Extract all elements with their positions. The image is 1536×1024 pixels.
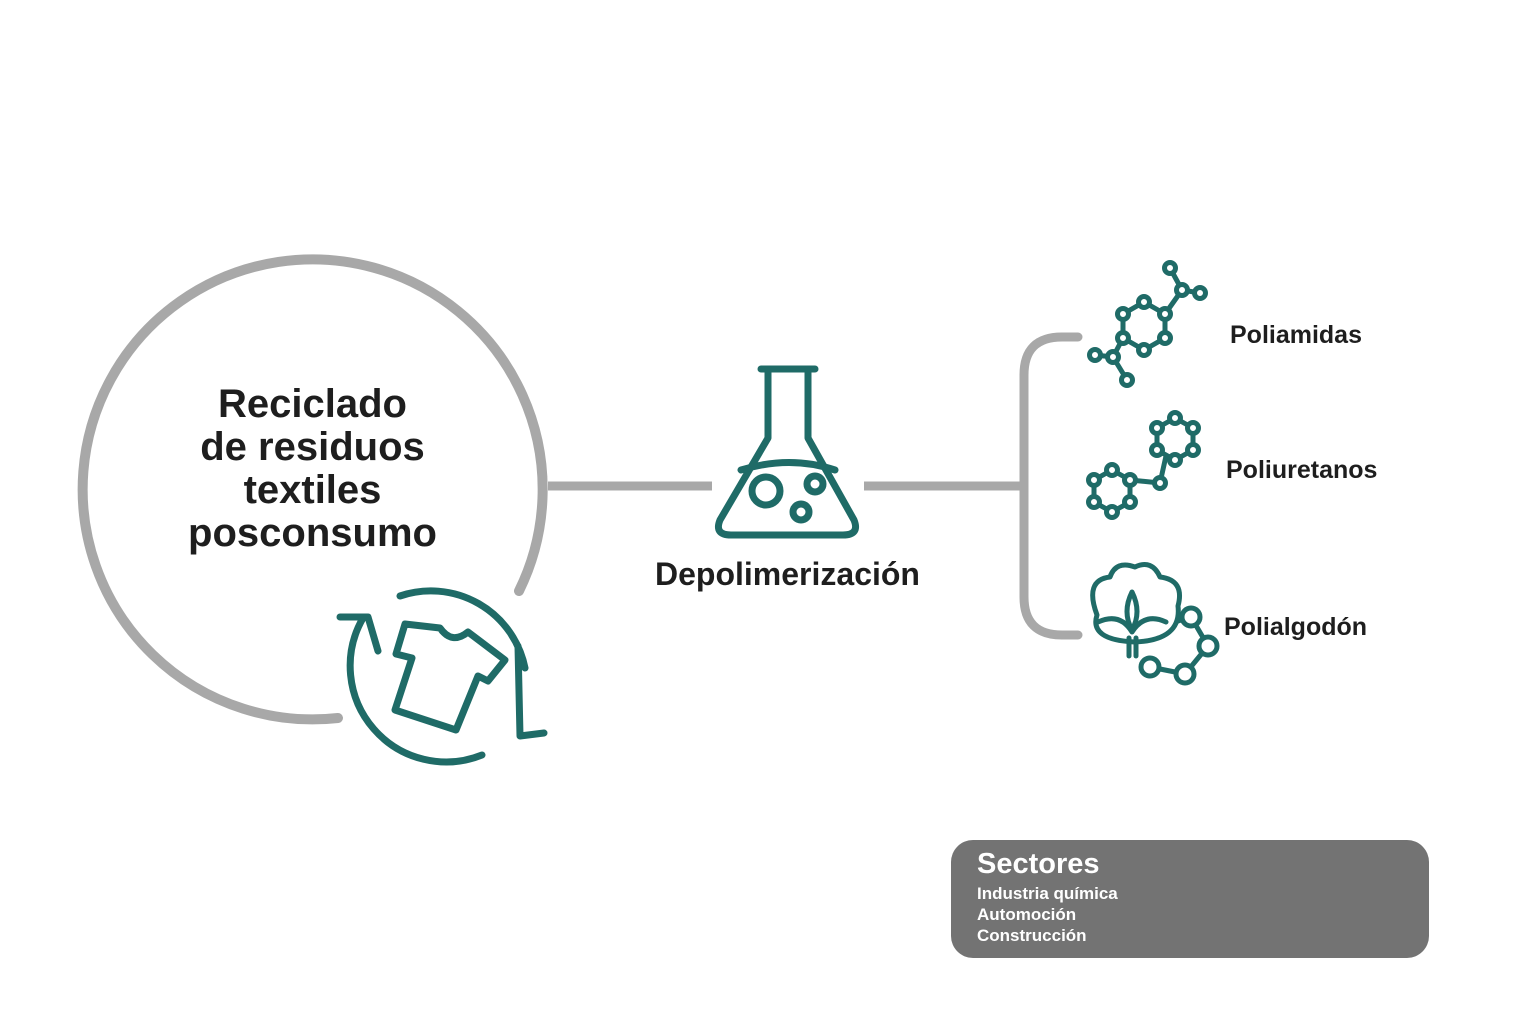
source-title: Reciclado de residuos textiles posconsum… [160, 383, 465, 555]
recycle-shirt-icon [336, 587, 548, 766]
source-title-line: Reciclado [218, 382, 407, 426]
cotton-molecule-icon [1090, 562, 1220, 686]
sectors-title: Sectores [977, 848, 1100, 880]
source-title-line: de residuos [200, 425, 425, 469]
molecule-chain-icon [1086, 410, 1201, 520]
product-label-poliamidas: Poliamidas [1230, 321, 1362, 349]
source-title-line: posconsumo [188, 511, 437, 555]
source-title-line: textiles [243, 468, 382, 512]
source-circle [77, 254, 548, 725]
process-label: Depolimerización [655, 556, 920, 592]
product-label-polialgodon: Polialgodón [1224, 613, 1368, 641]
molecule-icon [1087, 260, 1208, 388]
sector-item: Construcción [977, 926, 1087, 945]
products-bracket [1019, 332, 1083, 640]
sectors-panel: Sectores Industria química Automoción Co… [951, 840, 1429, 958]
sector-item: Automoción [977, 905, 1077, 924]
product-label-poliuretanos: Poliuretanos [1226, 456, 1378, 484]
sectors-list: Industria química Automoción Construcció… [977, 883, 1118, 946]
sector-item: Industria química [977, 884, 1118, 903]
flask-icon [714, 365, 860, 539]
